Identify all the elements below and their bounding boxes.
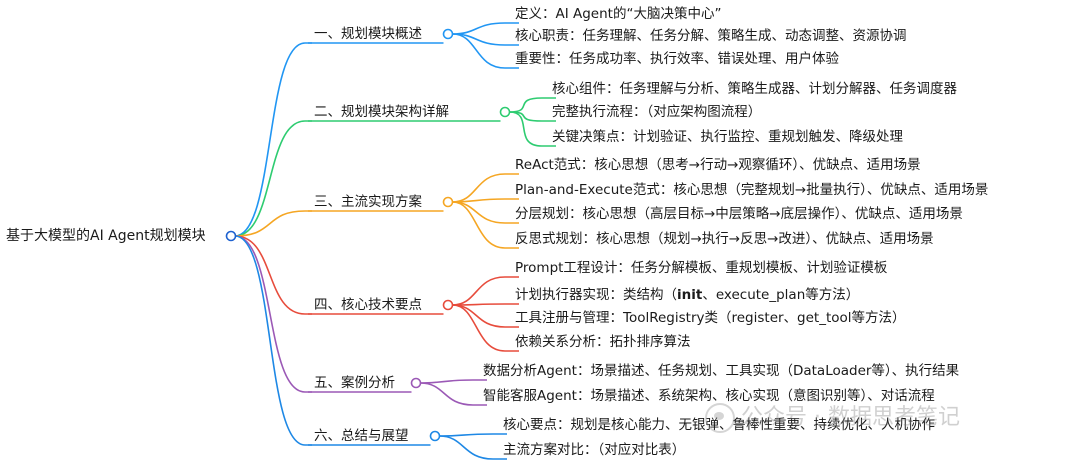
watermark-text: 公众号 · 数据思考笔记 <box>741 405 960 430</box>
leaf-label: 计划执行器实现：类结构（init、execute_plan等方法） <box>515 286 859 304</box>
leaf-label: 关键决策点：计划验证、执行监控、重规划触发、降级处理 <box>552 129 903 145</box>
leaf-connector <box>452 304 519 352</box>
leaf-connector <box>509 97 556 113</box>
branch-connector <box>234 235 312 393</box>
leaf-connector <box>439 435 507 460</box>
leaf-label-part: 、execute_plan等方法） <box>702 287 860 303</box>
branch-node <box>499 106 511 118</box>
root-label: 基于大模型的AI Agent规划模块 <box>6 228 206 244</box>
branch-node <box>442 28 454 40</box>
leaf-label: 工具注册与管理：ToolRegistry类（register、get_tool等… <box>515 310 906 326</box>
leaf-connector <box>439 433 507 437</box>
leaf-label: 分层规划：核心思想（高层目标→中层策略→底层操作）、优缺点、适用场景 <box>515 206 963 222</box>
leaf-connector <box>452 22 519 35</box>
branch-connector <box>234 235 312 446</box>
leaf-connector <box>420 379 487 384</box>
branch-label: 五、案例分析 <box>314 375 395 391</box>
leaf-label: 反思式规划：核心思想（规划→执行→反思→改进）、优缺点、适用场景 <box>515 231 934 247</box>
leaf-label: 重要性：任务成功率、执行效率、错误处理、用户体验 <box>515 51 839 67</box>
branch-label: 四、核心技术要点 <box>314 297 422 313</box>
leaf-connector <box>420 382 487 406</box>
leaf-label: 智能客服Agent：场景描述、系统架构、核心实现（意图识别等）、对话流程 <box>483 388 935 404</box>
branch-label: 六、总结与展望 <box>314 428 409 444</box>
branch-node <box>429 430 441 442</box>
branch-connector <box>234 120 312 237</box>
branch-connector <box>234 210 312 237</box>
branch-node <box>410 377 422 389</box>
leaf-label: 主流方案对比：（对应对比表） <box>503 442 686 458</box>
leaf-label: 核心组件：任务理解与分析、策略生成器、计划分解器、任务调度器 <box>552 81 957 97</box>
leaf-label: ReAct范式：核心思想（思考→行动→观察循环）、优缺点、适用场景 <box>515 157 921 173</box>
leaf-label: Plan-and-Execute范式：核心思想（完整规划→批量执行）、优缺点、适… <box>515 182 989 198</box>
leaf-label: Prompt工程设计：任务分解模板、重规划模板、计划验证模板 <box>515 260 888 276</box>
wechat-icon <box>705 403 735 433</box>
branch-label: 一、规划模块概述 <box>314 26 422 42</box>
branch-label: 三、主流实现方案 <box>314 194 422 210</box>
leaf-connector <box>452 173 519 203</box>
leaf-connector <box>452 201 519 224</box>
watermark: 公众号 · 数据思考笔记 <box>705 397 1045 437</box>
branch-connector <box>234 42 312 237</box>
branch-node <box>442 299 454 311</box>
root-node <box>225 230 237 242</box>
leaf-label: 数据分析Agent：场景描述、任务规划、工具实现（DataLoader等）、执行… <box>483 363 960 379</box>
branch-label: 二、规划模块架构详解 <box>314 104 449 120</box>
leaf-connector <box>452 201 519 249</box>
leaf-label: 核心职责：任务理解、任务分解、策略生成、动态调整、资源协调 <box>515 28 907 44</box>
leaf-label: 完整执行流程：（对应架构图流程） <box>552 104 762 120</box>
leaf-label: 依赖关系分析：拓扑排序算法 <box>515 334 691 350</box>
branch-node <box>442 196 454 208</box>
leaf-label-part: init <box>677 287 703 303</box>
leaf-connector <box>452 303 519 306</box>
leaf-label-part: 计划执行器实现：类结构（ <box>515 287 677 303</box>
leaf-label: 定义：AI Agent的“大脑决策中心” <box>515 6 722 22</box>
leaf-connector <box>452 276 519 306</box>
leaf-connector <box>452 33 519 69</box>
branch-connector <box>234 235 312 315</box>
leaf-connector <box>509 111 556 147</box>
leaf-connector <box>509 111 556 122</box>
